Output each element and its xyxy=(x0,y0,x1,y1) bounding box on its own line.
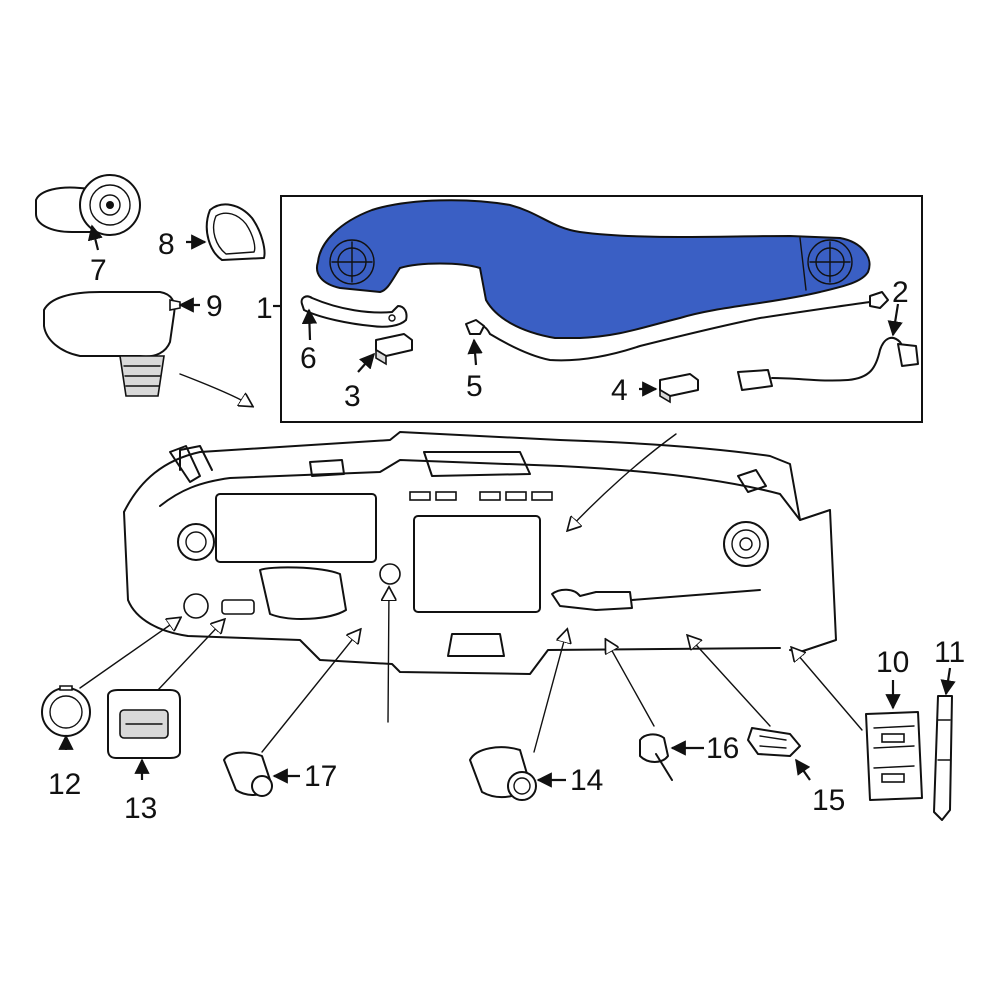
switch-part-12[interactable] xyxy=(41,685,91,737)
instrument-cluster xyxy=(215,493,377,563)
dash-left-vent xyxy=(177,523,215,561)
callout-6: 6 xyxy=(300,342,317,375)
left-defrost-bracket xyxy=(169,445,201,483)
callout-10: 10 xyxy=(876,646,909,679)
left-vent-ring xyxy=(329,239,375,285)
callout-2: 2 xyxy=(892,276,909,309)
vent-duct-part-9[interactable] xyxy=(43,291,181,397)
callout-9: 9 xyxy=(206,290,223,323)
callout-8: 8 xyxy=(158,228,175,261)
push-button-switch-part-14[interactable] xyxy=(469,746,537,801)
cover-seam xyxy=(799,237,807,291)
right-vent-ring xyxy=(807,239,853,285)
leader-arrows xyxy=(58,224,956,788)
left-dash-edge xyxy=(179,445,213,471)
dash-connector xyxy=(309,459,345,477)
wiring-harness-part-5[interactable] xyxy=(469,297,879,362)
callout-1: 1 xyxy=(256,292,273,325)
clip-part-3[interactable] xyxy=(375,333,413,366)
passenger-air-bag-strip xyxy=(551,588,633,611)
callout-11: 11 xyxy=(934,636,965,669)
dash-trim-line xyxy=(631,589,761,601)
top-center-vent xyxy=(423,451,531,477)
jumper-harness-part-2[interactable] xyxy=(737,336,919,391)
harness-connector-left xyxy=(465,319,485,335)
center-vent-slats xyxy=(409,491,553,501)
center-display xyxy=(413,515,541,613)
callout-7: 7 xyxy=(90,254,107,287)
sensor-part-17[interactable] xyxy=(223,751,273,797)
right-dash-clip xyxy=(737,469,767,493)
clip-part-15[interactable] xyxy=(747,727,801,757)
air-vent-part-7[interactable] xyxy=(35,174,141,236)
detail-frame xyxy=(280,195,923,423)
callout-15: 15 xyxy=(812,784,845,817)
dash-sensor-location xyxy=(379,563,401,585)
callout-5: 5 xyxy=(466,370,483,403)
callout-3: 3 xyxy=(344,380,361,413)
trim-strip-part-6[interactable] xyxy=(300,295,408,328)
callout-12: 12 xyxy=(48,768,81,801)
module-part-10[interactable] xyxy=(865,711,923,801)
callout-labels: 1 2 3 4 5 6 7 8 9 10 11 12 13 14 15 16 1… xyxy=(48,228,965,825)
dashboard-assembly xyxy=(123,431,837,675)
lower-center-vent xyxy=(447,633,505,657)
callout-14: 14 xyxy=(570,764,603,797)
dash-switch-13-location xyxy=(221,599,255,615)
bezel-part-8[interactable] xyxy=(205,203,266,261)
callout-16: 16 xyxy=(706,732,739,765)
assembly-detail-box xyxy=(273,195,923,423)
dash-right-vent xyxy=(723,521,769,567)
switch-panel-part-13[interactable] xyxy=(107,689,181,759)
callout-17: 17 xyxy=(304,760,337,793)
harness-connector-right xyxy=(869,291,889,309)
steering-column-area xyxy=(259,566,347,620)
bracket-part-11[interactable] xyxy=(933,695,953,821)
dash-switch-12-location xyxy=(183,593,209,619)
dashboard-upper-cover-highlighted[interactable] xyxy=(316,199,871,339)
callout-13: 13 xyxy=(124,792,157,825)
callout-4: 4 xyxy=(611,374,628,407)
clip-part-4[interactable] xyxy=(659,373,699,404)
sensor-part-16[interactable] xyxy=(639,733,673,781)
